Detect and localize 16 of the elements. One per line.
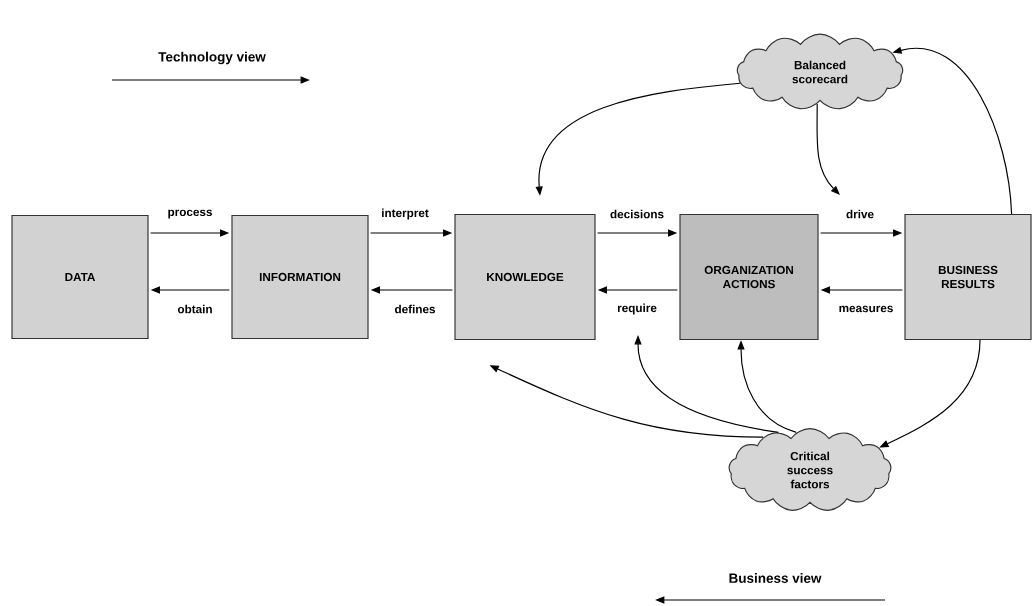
- edge-label: process: [166, 208, 214, 220]
- edge-label: decisions: [608, 208, 666, 220]
- process-box: KNOWLEDGE: [454, 213, 596, 341]
- edge-label: obtain: [176, 303, 214, 315]
- edge-label: interpret: [380, 207, 430, 221]
- edge-label: defines: [393, 303, 437, 315]
- process-box: ORGANIZATION ACTIONS: [679, 213, 819, 341]
- edge-label: drive: [844, 208, 876, 220]
- edge-label: measures: [837, 304, 895, 314]
- process-box: BUSINESS RESULTS: [904, 213, 1032, 341]
- process-box: INFORMATION: [231, 214, 369, 340]
- view-label: Technology view: [158, 51, 266, 65]
- process-box: DATA: [11, 214, 149, 340]
- arrow: [816, 103, 840, 195]
- edge-label: require: [616, 302, 659, 316]
- view-label: Business view: [729, 573, 822, 583]
